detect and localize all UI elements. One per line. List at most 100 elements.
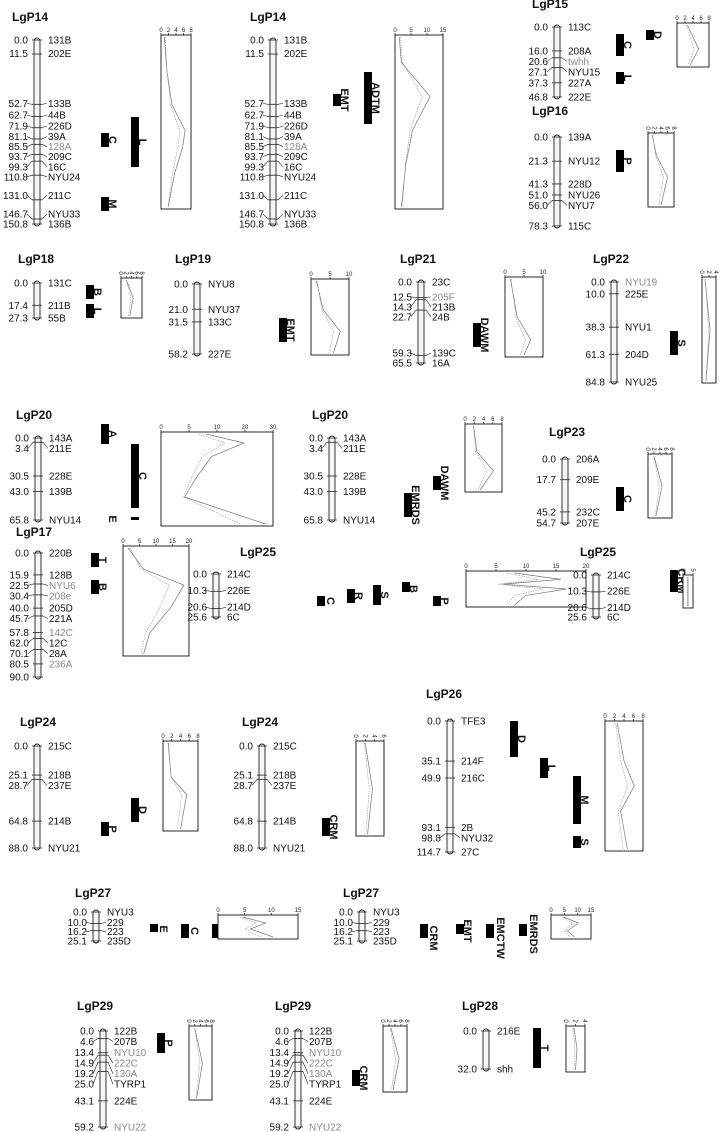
- marker-position: 16.0: [529, 46, 549, 57]
- lod-axis-label: 6: [664, 126, 670, 130]
- lod-axis-label: 0: [159, 28, 163, 34]
- lod-axis-label: 8: [138, 271, 144, 275]
- chromosome-bar: [33, 37, 41, 227]
- marker-name: 209C: [284, 152, 308, 163]
- marker-position: 61.3: [586, 350, 606, 361]
- chromosome-bar: [258, 743, 266, 851]
- marker-position: 88.0: [234, 844, 254, 855]
- marker-name: 235D: [373, 937, 397, 948]
- marker-leader: [277, 213, 284, 220]
- marker-name: 202E: [284, 49, 308, 60]
- chromosome-bar: [294, 1028, 302, 1130]
- marker-name: NYU19: [625, 278, 658, 289]
- qtl-label: S: [378, 591, 390, 598]
- marker-position: 0.0: [463, 1027, 477, 1038]
- qtl-bar: [404, 493, 412, 517]
- lod-curve: [398, 36, 431, 208]
- qtl-bar: [646, 30, 654, 40]
- chromosome-bar: [446, 718, 454, 855]
- marker-name: 237E: [273, 781, 297, 792]
- marker-position: 59.3: [393, 349, 413, 360]
- lod-curve: [127, 547, 185, 655]
- chromosome-bar: [34, 550, 42, 680]
- lod-axis-label: 8: [208, 1019, 214, 1023]
- lod-axis-label: 0: [675, 16, 679, 22]
- lod-axis-label: 6: [133, 271, 139, 275]
- marker-leader: [561, 67, 568, 73]
- qtl-label: S: [578, 838, 590, 845]
- linkage-group-title: LgP29: [77, 999, 113, 1013]
- marker-name: 139A: [568, 133, 592, 144]
- qtl-label: L: [545, 765, 557, 772]
- lod-curve: [400, 36, 423, 208]
- marker-position: 49.9: [422, 773, 442, 784]
- chromosome-bar: [553, 134, 561, 229]
- marker-leader: [351, 930, 358, 932]
- marker-name: 16A: [432, 359, 450, 370]
- marker-leader: [26, 125, 33, 129]
- linkage-group-title: LgP21: [400, 252, 436, 266]
- lod-curve: [616, 722, 635, 850]
- lod-axis-label: 10: [523, 564, 530, 570]
- marker-position: 21.3: [529, 157, 549, 168]
- marker-name: 225E: [625, 289, 649, 300]
- marker-leader: [277, 136, 284, 140]
- lod-axis-label: 0: [393, 28, 397, 34]
- qtl-label: P: [621, 157, 633, 164]
- qtl-bar: [333, 94, 341, 106]
- marker-position: 20.6: [188, 603, 208, 614]
- marker-name: NYU33: [284, 209, 317, 220]
- linkage-group-title: LgP14: [12, 10, 48, 24]
- lod-axis-label: 6: [491, 417, 495, 423]
- marker-position: 0.0: [339, 908, 353, 919]
- marker-name: 131B: [284, 36, 308, 47]
- lod-curve: [686, 24, 695, 66]
- marker-name: 232C: [576, 507, 600, 518]
- qtl-label: EMRDS: [409, 485, 421, 525]
- qtl-label: EMT: [461, 919, 473, 943]
- qtl-bar: [616, 150, 624, 172]
- chromosome-bar: [592, 572, 600, 620]
- marker-leader: [454, 833, 461, 839]
- marker-leader: [26, 144, 33, 147]
- marker-position: 110.8: [4, 172, 29, 183]
- marker-position: 0.0: [591, 278, 605, 289]
- qtl-bar: [317, 596, 325, 606]
- marker-position: 37.3: [529, 78, 549, 89]
- marker-leader: [26, 154, 33, 158]
- marker-name: 224E: [309, 1096, 333, 1107]
- lod-axis-label: 8: [707, 16, 711, 22]
- marker-name: 214B: [48, 817, 72, 828]
- lod-axis-label: 10: [214, 425, 221, 431]
- qtl-bar: [433, 596, 441, 606]
- marker-name: 216E: [497, 1027, 521, 1038]
- lod-axis-label: 6: [632, 714, 636, 720]
- lod-curve: [653, 455, 660, 517]
- marker-position: 62.7: [245, 111, 265, 122]
- marker-name: 27C: [461, 848, 479, 859]
- marker-name: 133B: [284, 99, 308, 110]
- marker-leader: [546, 67, 553, 73]
- marker-name: 226E: [607, 587, 631, 598]
- marker-position: 146.7: [239, 209, 264, 220]
- lod-curve: [704, 278, 711, 382]
- marker-leader: [425, 352, 432, 356]
- marker-position: 10.0: [68, 918, 88, 929]
- marker-position: 0.0: [309, 434, 323, 445]
- lod-axis-label: 15: [553, 564, 560, 570]
- marker-leader: [26, 114, 33, 117]
- chromosome-bar: [417, 279, 425, 366]
- marker-name: 214D: [227, 603, 251, 614]
- marker-leader: [42, 615, 49, 619]
- lod-axis-label: 0: [679, 568, 685, 572]
- marker-position: 20.6: [568, 603, 588, 614]
- marker-position: 59.2: [270, 1123, 290, 1132]
- lod-axis-label: 2: [473, 417, 477, 423]
- marker-leader: [42, 638, 49, 644]
- marker-name: 226E: [227, 586, 251, 597]
- marker-position: 32.0: [458, 1065, 478, 1076]
- marker-leader: [205, 606, 212, 609]
- qtl-label: P: [438, 597, 450, 604]
